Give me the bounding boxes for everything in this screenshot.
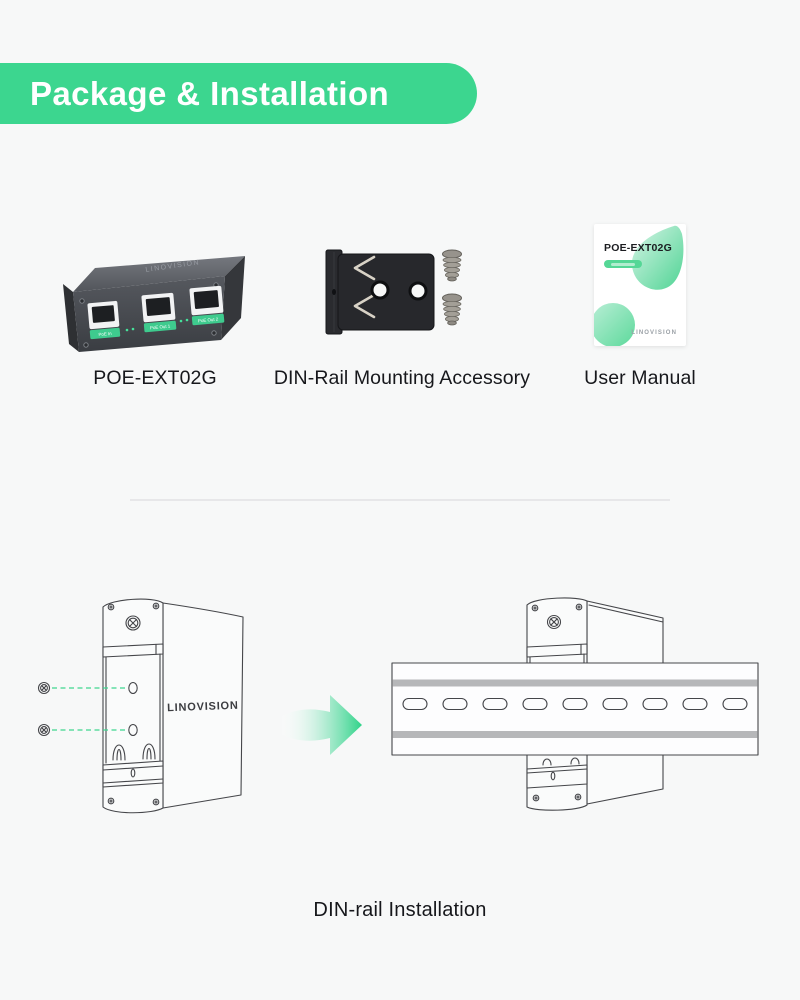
bracket-hole-top xyxy=(128,681,138,695)
poe-extender-product-image: LINOVISION PoE In PoE Out 1 xyxy=(63,256,245,352)
diagram-center-screw xyxy=(125,615,141,631)
diagram-device-side-face xyxy=(162,602,244,809)
manual-badge xyxy=(604,260,642,268)
din-rail-slots xyxy=(402,697,748,711)
section-divider xyxy=(130,499,670,501)
port-label-poe-out-2: PoE Out 2 xyxy=(198,317,219,324)
manual-brand-text: LINOVISION xyxy=(631,330,677,336)
manual-teardrop-shape xyxy=(631,225,684,290)
device-with-bracket-diagram: LINOVISION xyxy=(37,598,244,814)
manual-circle-shape xyxy=(594,303,635,346)
din-rail xyxy=(391,662,759,756)
loose-screw-bottom xyxy=(37,723,51,737)
device-right-cap xyxy=(221,256,245,340)
label-poe-ext02g: POE-EXT02G xyxy=(93,367,217,389)
arrow-right-icon xyxy=(282,695,362,755)
screw-leader-lines xyxy=(52,687,126,731)
label-din-rail-accessory: DIN-Rail Mounting Accessory xyxy=(273,367,531,389)
diagram-caption: DIN-rail Installation xyxy=(313,899,487,921)
manual-title-text: POE-EXT02G xyxy=(604,242,672,254)
din-rail-mounted-diagram xyxy=(391,597,759,811)
port-label-poe-out-1: PoE Out 1 xyxy=(150,324,171,331)
user-manual-product-image: POE-EXT02G LINOVISION xyxy=(594,224,686,346)
page-title: Package & Installation xyxy=(30,74,390,112)
diagram-device-brand-text: LINOVISION xyxy=(167,700,239,714)
mounting-screw-1 xyxy=(442,249,462,282)
manual-decorative-shapes xyxy=(594,225,684,346)
rj45-port-poe-out-2: PoE Out 2 xyxy=(189,285,225,326)
bracket-spring-clips xyxy=(353,255,376,319)
spring-hook-left xyxy=(112,744,126,761)
rj45-port-poe-out-1: PoE Out 1 xyxy=(141,292,177,333)
mounting-screw-2 xyxy=(442,293,462,326)
status-led-dots xyxy=(125,318,189,332)
din-rail-bracket-product-image xyxy=(325,249,462,335)
bracket-hole-bottom xyxy=(128,723,138,737)
device-top-face xyxy=(73,256,245,292)
port-label-poe-in: PoE In xyxy=(98,331,112,337)
bracket-hole-right xyxy=(408,281,428,301)
loose-screw-top xyxy=(37,681,51,695)
section-header-banner: Package & Installation xyxy=(0,63,477,124)
diagram-corner-screws xyxy=(107,602,160,806)
mounted-device-bottom xyxy=(526,754,664,811)
device-left-cap xyxy=(63,284,79,352)
spring-hook-right xyxy=(142,743,156,760)
label-user-manual: User Manual xyxy=(584,367,696,389)
rj45-port-poe-in: PoE In xyxy=(87,300,121,340)
mounted-device-top xyxy=(526,597,664,666)
bracket-clip xyxy=(102,760,164,788)
bracket-hole-left xyxy=(370,280,390,300)
